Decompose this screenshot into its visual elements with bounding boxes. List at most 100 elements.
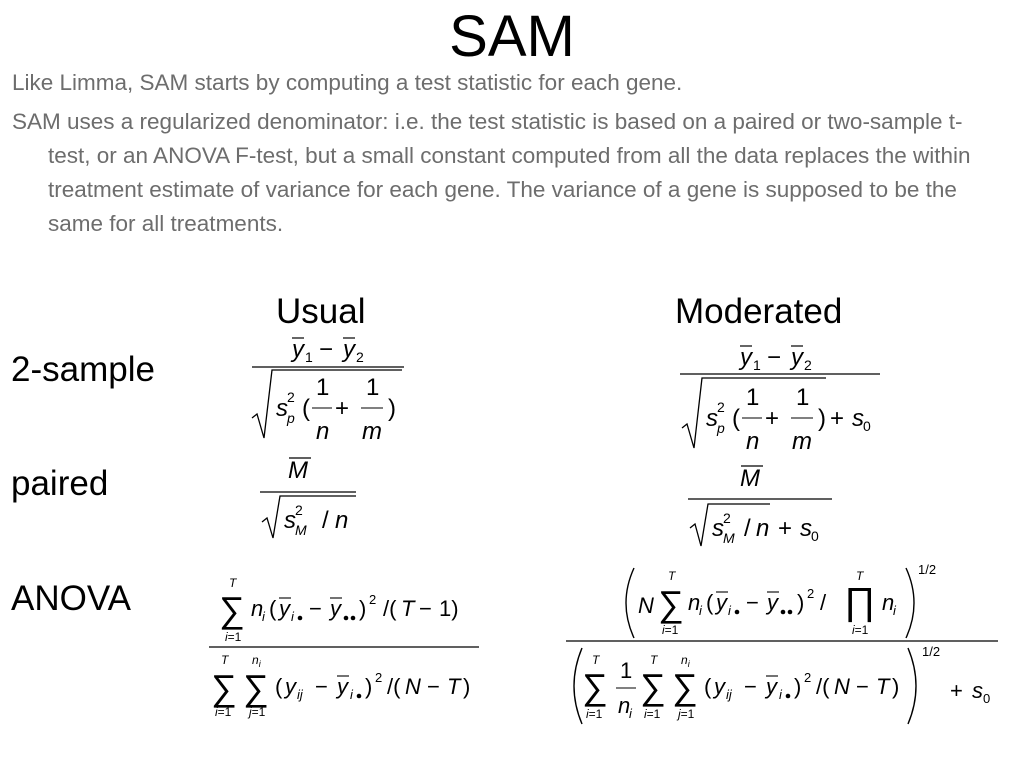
svg-text:1: 1 bbox=[796, 384, 809, 411]
column-header-usual: Usual bbox=[276, 292, 366, 331]
svg-text:y: y bbox=[328, 596, 343, 621]
svg-text:∑: ∑ bbox=[658, 583, 684, 624]
svg-text:T: T bbox=[447, 674, 462, 699]
svg-text:∑: ∑ bbox=[640, 666, 666, 707]
svg-text:T: T bbox=[668, 569, 677, 583]
svg-text:1): 1) bbox=[439, 596, 459, 621]
svg-text:ni: ni bbox=[252, 653, 262, 669]
svg-text:p: p bbox=[716, 420, 725, 436]
bullet-item: Like Limma, SAM starts by computing a te… bbox=[12, 70, 683, 95]
svg-text:s: s bbox=[712, 515, 724, 542]
svg-text:i=1: i=1 bbox=[225, 630, 242, 644]
row-label-anova: ANOVA bbox=[11, 579, 131, 618]
svg-text:s: s bbox=[972, 678, 983, 703]
svg-text:−: − bbox=[744, 674, 757, 699]
svg-text:M: M bbox=[740, 465, 760, 492]
svg-text:): ) bbox=[794, 674, 801, 699]
svg-text:1/2: 1/2 bbox=[922, 644, 940, 659]
svg-text:−: − bbox=[319, 336, 333, 363]
svg-text:y: y bbox=[283, 674, 298, 699]
formula-anova-moderated: N T ∑ i=1 n i ( y i − y ) 2 / T ∏ i=1 n … bbox=[566, 562, 998, 725]
svg-text:2: 2 bbox=[804, 670, 811, 685]
formula-paired-usual: M s 2 M / n bbox=[260, 457, 356, 539]
svg-text:M: M bbox=[723, 530, 735, 546]
svg-text:y: y bbox=[765, 590, 780, 615]
svg-text:(: ( bbox=[275, 674, 283, 699]
svg-text:s: s bbox=[852, 405, 864, 432]
svg-text:(: ( bbox=[704, 674, 712, 699]
svg-text:): ) bbox=[818, 405, 826, 432]
svg-text:∏: ∏ bbox=[844, 581, 875, 623]
svg-text:2: 2 bbox=[356, 349, 364, 365]
row-label-paired: paired bbox=[11, 464, 109, 503]
svg-text:+: + bbox=[778, 515, 792, 542]
svg-text:i=1: i=1 bbox=[586, 707, 603, 721]
svg-text:−: − bbox=[419, 596, 432, 621]
svg-text:m: m bbox=[792, 428, 812, 455]
svg-text:M: M bbox=[288, 457, 308, 484]
svg-text:y: y bbox=[789, 344, 805, 371]
svg-text:T: T bbox=[401, 596, 416, 621]
svg-text:j=1: j=1 bbox=[676, 707, 695, 721]
svg-text:m: m bbox=[362, 418, 382, 445]
svg-text:0: 0 bbox=[811, 528, 819, 544]
svg-text:N: N bbox=[405, 674, 421, 699]
svg-text:0: 0 bbox=[983, 691, 990, 706]
svg-text:T: T bbox=[856, 569, 865, 583]
svg-text:2: 2 bbox=[717, 399, 725, 415]
formula-paired-moderated: M s 2 M / n + s 0 bbox=[688, 465, 832, 547]
svg-text:/: / bbox=[744, 515, 751, 542]
svg-text:i: i bbox=[350, 687, 354, 702]
svg-text:i: i bbox=[262, 609, 266, 624]
svg-text:T: T bbox=[221, 653, 230, 667]
svg-text:−: − bbox=[315, 674, 328, 699]
svg-text:j=1: j=1 bbox=[247, 705, 266, 719]
svg-text:ij: ij bbox=[297, 687, 304, 702]
svg-text:∑: ∑ bbox=[582, 666, 608, 707]
svg-text:(: ( bbox=[706, 590, 714, 615]
svg-text:i=1: i=1 bbox=[644, 707, 661, 721]
svg-text:i=1: i=1 bbox=[852, 623, 869, 637]
svg-text:1: 1 bbox=[366, 374, 379, 401]
svg-text:y: y bbox=[712, 674, 727, 699]
svg-text:): ) bbox=[463, 674, 470, 699]
svg-text:): ) bbox=[359, 596, 366, 621]
svg-text:s: s bbox=[800, 515, 812, 542]
svg-text:s: s bbox=[276, 395, 288, 422]
row-label-2-sample: 2-sample bbox=[11, 350, 155, 389]
svg-text:i: i bbox=[699, 603, 703, 618]
svg-text:1: 1 bbox=[753, 357, 761, 373]
svg-text:+: + bbox=[950, 678, 963, 703]
svg-text:∑: ∑ bbox=[243, 667, 269, 708]
svg-text:(: ( bbox=[302, 395, 310, 422]
svg-text:i=1: i=1 bbox=[215, 705, 232, 719]
svg-text:2: 2 bbox=[723, 510, 731, 526]
formula-2-sample-usual: y 1 − y 2 s 2 p ( 1 n + 1 m ) bbox=[251, 336, 404, 445]
svg-text:1: 1 bbox=[316, 374, 329, 401]
svg-text:/: / bbox=[820, 590, 827, 615]
svg-text:n: n bbox=[756, 515, 769, 542]
svg-text:y: y bbox=[764, 674, 779, 699]
slide-title: SAM bbox=[449, 4, 575, 69]
svg-text:ij: ij bbox=[726, 687, 733, 702]
svg-text:y: y bbox=[714, 590, 729, 615]
svg-text:−: − bbox=[309, 596, 322, 621]
svg-text:): ) bbox=[892, 674, 899, 699]
svg-text:1: 1 bbox=[746, 384, 759, 411]
svg-text:y: y bbox=[277, 596, 292, 621]
svg-text:y: y bbox=[290, 336, 306, 363]
svg-text:y: y bbox=[341, 336, 357, 363]
svg-text:N: N bbox=[638, 593, 654, 618]
svg-text:−: − bbox=[767, 344, 781, 371]
svg-text:∑: ∑ bbox=[219, 589, 245, 630]
svg-text:/(: /( bbox=[816, 674, 830, 699]
svg-text:n: n bbox=[746, 428, 759, 455]
svg-text:+: + bbox=[830, 405, 844, 432]
formula-2-sample-moderated: y 1 − y 2 s 2 p ( 1 n + 1 m ) + s 0 bbox=[680, 344, 880, 455]
bullet-item: SAM uses a regularized denominator: i.e.… bbox=[12, 109, 971, 236]
svg-text:−: − bbox=[746, 590, 759, 615]
svg-text:+: + bbox=[765, 405, 779, 432]
svg-text:2: 2 bbox=[807, 586, 814, 601]
svg-text:ni: ni bbox=[681, 653, 691, 669]
svg-text:y: y bbox=[738, 344, 754, 371]
